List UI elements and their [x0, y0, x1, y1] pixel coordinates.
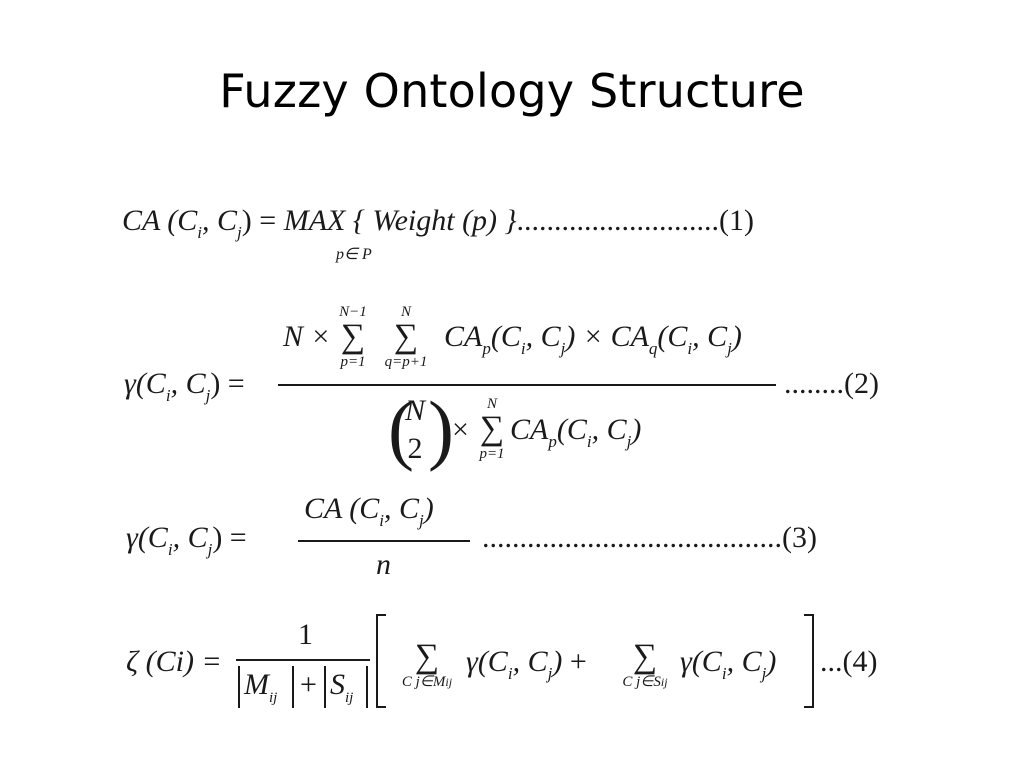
sum-3: N ∑ p=1: [479, 396, 505, 462]
set-s: Sij: [330, 668, 354, 706]
set-m: Mij: [244, 668, 278, 706]
binomial-paren-right: ): [428, 385, 454, 472]
equation-2-num-n: N ×: [283, 320, 331, 353]
sum-1: N−1 ∑ p=1: [339, 304, 367, 370]
equation-number: (1): [719, 204, 755, 237]
times-sign: ×: [452, 413, 469, 446]
equation-number: (2): [844, 367, 879, 400]
max-subscript: p∈ P: [336, 246, 372, 263]
sum-2: N ∑ q=p+1: [384, 304, 428, 370]
fraction-bar: [236, 659, 370, 661]
abs-bar: [324, 666, 326, 708]
equation-2-denominator: CAp(Ci, Cj): [510, 413, 642, 451]
max-operator: MAX: [283, 204, 346, 237]
sum-s: ∑ C j∈Sij: [622, 638, 668, 691]
equation-1: CA (Ci, Cj) = MAX { Weight (p) }........…: [122, 204, 755, 242]
equation-4-tag: ...(4): [820, 645, 878, 678]
binomial: N 2: [404, 394, 425, 465]
abs-bar: [292, 666, 294, 708]
equation-4-lhs: ζ (Ci) =: [126, 645, 222, 678]
equation-2-numerator: CAp(Ci, Cj) × CAq(Ci, Cj): [444, 320, 742, 358]
sum-m: ∑ C j∈Mij: [401, 638, 453, 691]
equation-2-tag: ........(2): [784, 367, 879, 400]
abs-bar: [238, 666, 240, 708]
binomial-paren-left: (: [388, 385, 414, 472]
equation-2-lhs: γ(Ci, Cj) =: [124, 367, 245, 405]
equation-4-numerator: 1: [298, 618, 313, 651]
plus-sign: +: [300, 668, 317, 701]
slide-title: Fuzzy Ontology Structure: [219, 64, 805, 118]
bracket-left: [376, 614, 386, 708]
equation-3-tag: ........................................…: [482, 521, 817, 554]
fraction-bar: [298, 540, 470, 542]
equation-number: (3): [782, 521, 817, 554]
bracket-right: [804, 614, 814, 708]
equation-3-numerator: CA (Ci, Cj): [304, 492, 434, 530]
equation-3-denominator: n: [376, 548, 391, 581]
equation-number: (4): [842, 645, 878, 678]
equation-4-term-2: γ(Ci, Cj): [680, 645, 777, 683]
fraction-bar: [278, 384, 776, 386]
equation-4-term-1: γ(Ci, Cj) +: [466, 645, 587, 683]
equation-3-lhs: γ(Ci, Cj) =: [126, 521, 247, 559]
abs-bar: [366, 666, 368, 708]
